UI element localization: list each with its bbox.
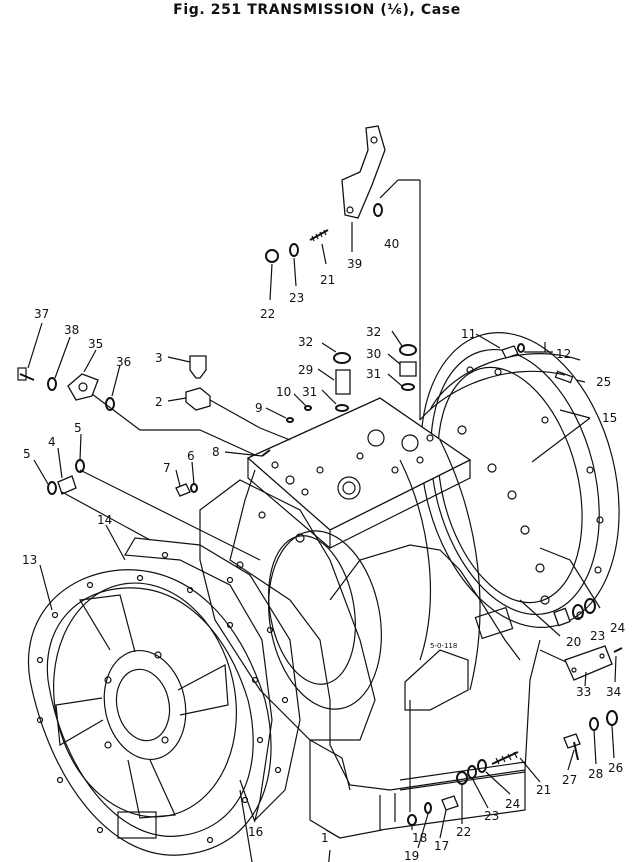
callout-5-top: 5 — [74, 421, 82, 435]
callout-38: 38 — [64, 323, 79, 337]
callout-32-left: 32 — [298, 335, 313, 349]
callout-30: 30 — [366, 347, 381, 361]
callout-28: 28 — [588, 767, 603, 781]
callout-24-right: 24 — [610, 621, 625, 635]
callout-3: 3 — [155, 351, 163, 365]
callout-2: 2 — [155, 395, 163, 409]
callout-40: 40 — [384, 237, 399, 251]
callout-32-right: 32 — [366, 325, 381, 339]
callout-6: 6 — [187, 449, 195, 463]
callout-37: 37 — [34, 307, 49, 321]
callout-15: 15 — [602, 411, 617, 425]
leader-lines — [27, 179, 617, 862]
callout-34: 34 — [606, 685, 621, 699]
callout-23-right: 23 — [590, 629, 605, 643]
callout-21-bottom: 21 — [536, 783, 551, 797]
callout-4: 4 — [48, 435, 56, 449]
callout-25: 25 — [596, 375, 611, 389]
callout-35: 35 — [88, 337, 103, 351]
callout-14: 14 — [97, 513, 112, 527]
callout-26: 26 — [608, 761, 623, 775]
callout-18: 18 — [412, 831, 427, 845]
callout-19: 19 — [404, 849, 419, 862]
small-parts — [17, 203, 623, 826]
callout-20: 20 — [566, 635, 581, 649]
callout-11: 11 — [461, 327, 476, 341]
callout-39: 39 — [347, 257, 362, 271]
callout-27: 27 — [562, 773, 577, 787]
callout-labels: 40 39 21 23 22 37 38 35 36 3 2 32 32 30 … — [22, 237, 625, 862]
bracket-39 — [341, 125, 386, 219]
callout-36: 36 — [116, 355, 131, 369]
callout-22-bottom: 22 — [456, 825, 471, 839]
callout-33: 33 — [576, 685, 591, 699]
callout-12: 12 — [556, 347, 571, 361]
callout-31-left: 31 — [302, 385, 317, 399]
callout-7: 7 — [163, 461, 171, 475]
callout-16: 16 — [248, 825, 263, 839]
callout-8: 8 — [212, 445, 220, 459]
callout-23-top: 23 — [289, 291, 304, 305]
callout-29: 29 — [298, 363, 313, 377]
figure-title: Fig. 251 TRANSMISSION (⅙), Case — [173, 2, 461, 18]
gasket-14 — [124, 537, 301, 822]
svg-text:5-0-118: 5-0-118 — [430, 642, 457, 650]
callout-22-top: 22 — [260, 307, 275, 321]
transmission-case-body: 5-0-118 — [199, 332, 620, 839]
callout-9: 9 — [255, 401, 263, 415]
callout-13: 13 — [22, 553, 37, 567]
callout-5-left: 5 — [23, 447, 31, 461]
callout-1: 1 — [321, 831, 329, 845]
callout-21-top: 21 — [320, 273, 335, 287]
callout-23-bottom: 23 — [484, 809, 499, 823]
callout-31-right: 31 — [366, 367, 381, 381]
callout-10: 10 — [276, 385, 291, 399]
callout-17: 17 — [434, 839, 449, 853]
front-cover-13 — [28, 569, 272, 856]
callout-24-bottom: 24 — [505, 797, 520, 811]
